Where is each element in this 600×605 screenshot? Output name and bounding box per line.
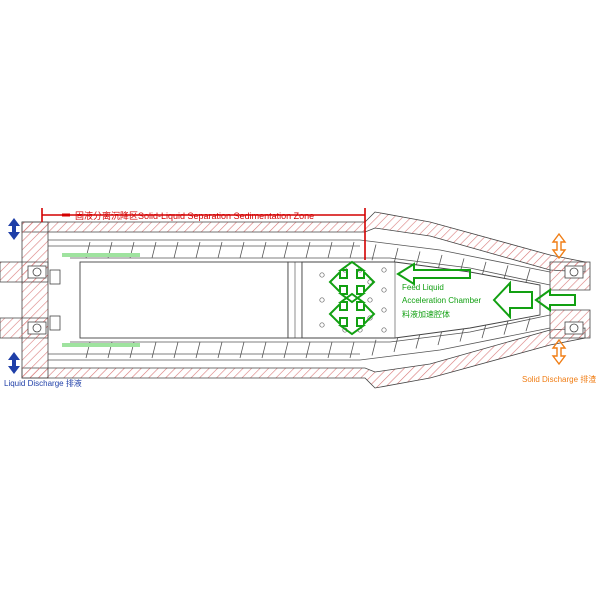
scroll-flight — [283, 241, 289, 259]
scroll-flight — [239, 341, 245, 359]
scroll-flight — [481, 261, 487, 277]
scroll-flight — [459, 327, 465, 342]
scroll-flight — [525, 268, 531, 283]
chamber-hole — [381, 327, 387, 333]
scroll-flight — [283, 341, 289, 359]
feed-chamber-label-line3: 料液加速腔体 — [402, 310, 450, 319]
liquid-discharge-arrow-bottom — [8, 352, 20, 374]
scroll-flight — [503, 320, 509, 335]
scroll-flight — [217, 241, 223, 259]
scroll-flight — [371, 244, 377, 261]
scroll-flights-bottom — [85, 317, 531, 359]
feed-arrow-upper — [396, 262, 471, 286]
sedimentation-zone-label: 固液分离沉降区Solid-Liquid Separation Sedimenta… — [75, 211, 315, 221]
feed-chamber-label-line1: Feed Liquid — [402, 283, 444, 292]
chamber-hole — [319, 272, 325, 278]
solid-discharge-arrow-top — [551, 232, 567, 260]
scroll-flight — [151, 241, 157, 259]
chamber-hole — [367, 315, 373, 321]
scroll-flight — [437, 330, 443, 346]
pond-highlight-bottom — [62, 343, 140, 347]
feed-arrow-inlet — [534, 288, 576, 312]
acceleration-cross-arrow-lower — [328, 292, 376, 336]
chamber-hole — [319, 322, 325, 328]
chamber-hole — [319, 297, 325, 303]
scroll-flight — [305, 341, 311, 359]
zone-bracket — [41, 208, 366, 260]
scroll-flight — [173, 341, 179, 359]
solid-discharge-arrow-bottom — [551, 338, 567, 366]
scroll-flight — [261, 341, 267, 359]
chamber-hole — [367, 279, 373, 285]
feed-chamber-label-line2: Acceleration Chamber — [402, 296, 482, 305]
chamber-hole — [367, 297, 373, 303]
pond-highlight-top — [62, 253, 140, 257]
scroll-flight — [327, 241, 333, 259]
scroll-flight — [415, 251, 421, 267]
scroll-flight — [349, 341, 355, 359]
scroll-flight — [437, 254, 443, 270]
liquid-discharge-arrow-top — [8, 218, 20, 240]
scroll-flight — [525, 317, 531, 332]
scroll-flight — [415, 333, 421, 349]
scroll-flight — [349, 241, 355, 259]
liquid-discharge-label: Liquid Discharge 排液 — [4, 379, 82, 388]
scroll-conveyor — [48, 239, 551, 361]
scroll-flight — [261, 241, 267, 259]
acceleration-cross-arrow-upper — [328, 260, 376, 304]
scroll-flight — [327, 341, 333, 359]
feed-arrow-large — [492, 280, 533, 320]
scroll-flight — [151, 341, 157, 359]
scroll-flight — [195, 341, 201, 359]
scroll-flight — [217, 341, 223, 359]
scroll-flight — [371, 339, 377, 356]
scroll-flight — [305, 241, 311, 259]
scroll-flight — [393, 336, 399, 353]
chamber-hole — [381, 267, 387, 273]
right-bearing-assembly — [564, 265, 584, 335]
left-bearing-assembly — [27, 265, 61, 335]
scroll-flight — [239, 241, 245, 259]
chamber-hole — [381, 307, 387, 313]
scroll-flight — [173, 241, 179, 259]
scroll-flight — [393, 247, 399, 264]
inner-hub — [79, 261, 303, 339]
solid-discharge-label: Solid Discharge 排渣 — [522, 375, 597, 384]
scroll-flight — [481, 323, 487, 339]
chamber-hole — [381, 287, 387, 293]
scroll-flight — [195, 241, 201, 259]
scroll-flight — [503, 265, 509, 280]
